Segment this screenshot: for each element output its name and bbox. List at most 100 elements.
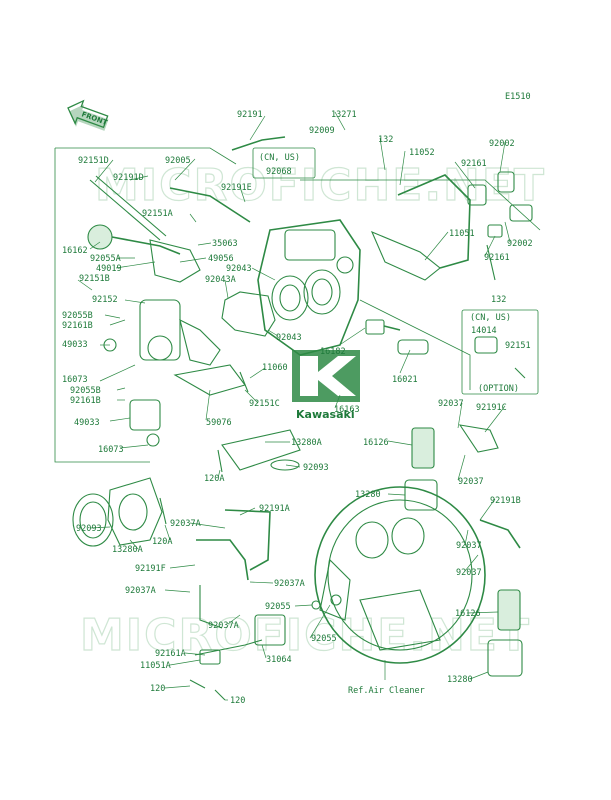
label-92151d: 92151D [78,156,109,166]
frame-right-diagonal [359,299,471,390]
label-120a-bottom: 120A [152,537,172,547]
leader-lines [77,111,511,701]
label-49033-bottom: 49033 [74,418,100,428]
label-13280a-left: 13280A [112,545,143,555]
label-92191e: 92191E [221,183,252,193]
cnus-option-box [461,309,539,395]
hose-92191e [169,187,251,223]
label-92161a: 92161A [155,649,186,659]
label-92161-top: 92161 [461,159,487,169]
kawasaki-logo: Kawasaki [292,350,360,421]
label-ref-air-cleaner: Ref.Air Cleaner [348,686,425,696]
frame-left-top [55,147,237,165]
label-11060: 11060 [262,363,288,373]
label-92191b: 92191B [490,496,521,506]
frame-left-side [54,148,68,463]
label-92093-mid: 92093 [303,463,329,473]
label-92005: 92005 [165,156,191,166]
label-13271: 13271 [331,110,357,120]
label-92037a-4: 92037A [208,621,239,631]
label-132-top: 132 [378,135,393,145]
label-120-1: 120 [150,684,165,694]
label-92151a: 92151A [142,209,173,219]
label-92009: 92009 [309,126,335,136]
label-13280-mid: 13280 [355,490,381,500]
label-59076: 59076 [206,418,232,428]
label-92055-1: 92055 [265,602,291,612]
label-92043a: 92043A [205,275,236,285]
label-14014: 14014 [471,326,497,336]
label-92151: 92151 [505,341,531,351]
label-92151b: 92151B [79,274,110,284]
label-92151c: 92151C [249,399,280,409]
vacuum-hoses [194,509,342,665]
label-92037a-2: 92037A [125,586,156,596]
injector-assembly [103,299,246,447]
label-31064: 31064 [266,655,292,665]
label-132-mid: 132 [491,295,506,305]
label-92191: 92191 [237,110,263,120]
label-92055b-2: 92055B [70,386,101,396]
label-49033-top: 49033 [62,340,88,350]
label-92037-mid: 92037 [458,477,484,487]
label-cnus-top: (CN, US) [259,153,300,163]
pressure-regulator [87,175,201,283]
label-13280a: 13280A [291,438,322,448]
label-92191c: 92191C [476,403,507,413]
clamp-13280a [221,429,301,471]
label-92037-b1: 92037 [456,541,482,551]
throttle-body [257,219,361,356]
part-labels: 92191 13271 92009 132 92002 11052 92151D… [62,110,533,706]
front-arrow-icon: FRONT [67,99,109,131]
air-cleaner-housing [314,486,486,664]
solenoid-valve-bottom [479,519,523,677]
label-92055-2: 92055 [311,634,337,644]
hose-92191 [231,136,286,151]
label-16126-top: 16126 [363,438,389,448]
label-92191f: 92191F [135,564,166,574]
screws [159,244,526,701]
watermark-bottom: MICROFICHE.NET [80,610,531,661]
oring-92093 [270,459,300,471]
label-option: (OPTION) [478,384,519,394]
label-92191a: 92191A [259,504,290,514]
label-92002-mid: 92002 [507,239,533,249]
label-16073-top: 16073 [62,375,88,385]
label-92043-mid: 92043 [276,333,302,343]
label-16073-bottom: 16073 [98,445,124,455]
label-92055b: 92055B [62,311,93,321]
label-92055a: 92055A [90,254,121,264]
label-92152: 92152 [92,295,118,305]
brand-text: Kawasaki [296,408,355,421]
label-16162: 16162 [62,246,88,256]
label-35063: 35063 [212,239,238,249]
label-92002-top: 92002 [489,139,515,149]
label-49019: 49019 [96,264,122,274]
label-92037-b2: 92037 [456,568,482,578]
label-92043-top: 92043 [226,264,252,274]
label-92068: 92068 [266,167,292,177]
label-92161b-2: 92161B [70,396,101,406]
label-92037-top: 92037 [438,399,464,409]
label-11051: 11051 [449,229,475,239]
label-11051a: 11051A [140,661,171,671]
label-16126-bottom: 16126 [455,609,481,619]
label-16163: 16163 [334,405,360,415]
label-11052: 11052 [409,148,435,158]
adapter-left [72,477,163,547]
diagram-code: E1510 [505,92,531,102]
label-16182: 16182 [320,347,346,357]
label-16021: 16021 [392,375,418,385]
label-92191d: 92191D [113,173,144,183]
label-92037a-1: 92037A [170,519,201,529]
gasket [221,291,276,337]
label-cnus-right: (CN, US) [470,313,511,323]
bracket-assembly [370,171,533,281]
label-120a-top: 120A [204,474,224,484]
label-49056: 49056 [208,254,234,264]
idle-control-valve [365,319,498,355]
label-92037a-3: 92037A [274,579,305,589]
cnus-box-top [252,147,316,179]
